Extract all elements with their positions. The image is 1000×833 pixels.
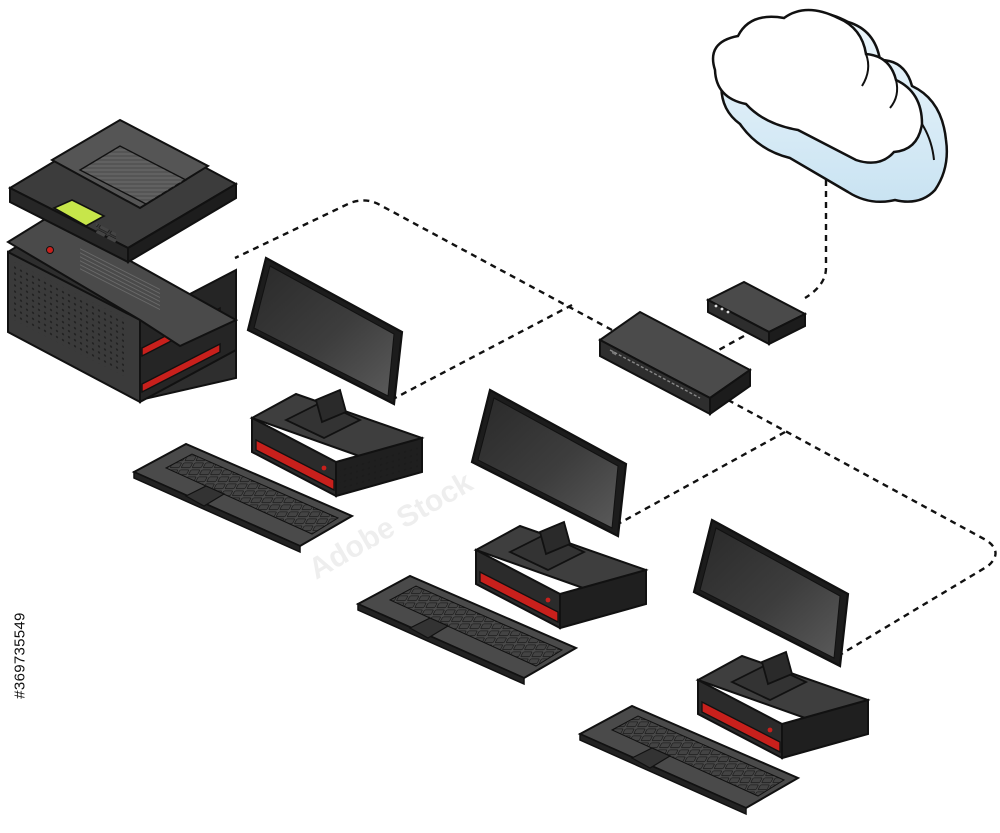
desktop-computer-icon [355,388,649,686]
desktop-computer-icon [577,518,871,816]
cloud-icon [711,8,949,203]
modem-icon [705,280,808,346]
switch-icon [598,310,752,416]
link-switch-printer [234,199,613,332]
link-switch-pc2 [617,430,786,526]
link-switch-pc3 [727,398,997,658]
link-cloud-modem [804,180,828,300]
printer-icon [6,118,239,404]
link-switch-pc1 [394,303,573,400]
desktop-computer-icon [131,256,425,554]
stock-id-label: #369735549 [8,595,32,715]
stock-id-text: #369735549 [11,611,29,699]
